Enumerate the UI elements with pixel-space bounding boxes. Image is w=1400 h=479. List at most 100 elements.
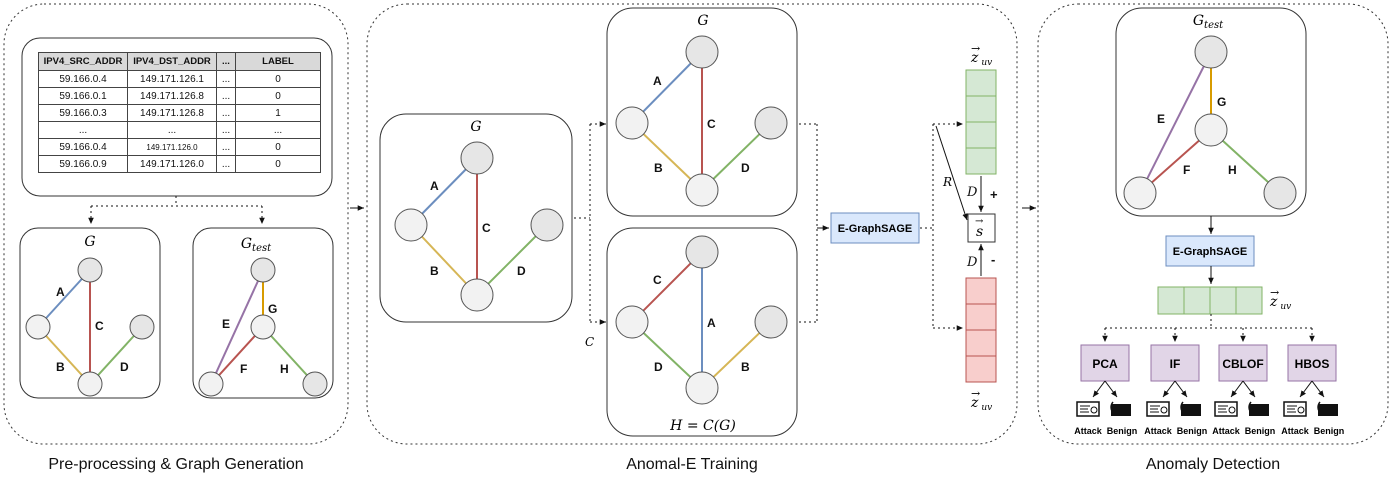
benign-label: Benign [1314, 426, 1345, 436]
node [1123, 176, 1157, 210]
node [685, 35, 719, 69]
table-cell: 0 [235, 87, 321, 105]
positive-embedding [965, 69, 997, 175]
table-row: 59.166.0.4 149.171.126.1 ... 0 [38, 70, 321, 88]
table-cell: 59.166.0.1 [38, 87, 128, 105]
encoder-detect-label: E-GraphSAGE [1173, 246, 1248, 258]
svg-text:zuv: zuv [1269, 294, 1291, 312]
node [615, 305, 649, 339]
table-header: IPV4_DST_ADDR [127, 52, 217, 71]
edge-label-b: B [430, 264, 439, 278]
edge-label-f: F [1183, 163, 1190, 177]
edge-label-g: G [1217, 95, 1226, 109]
node [250, 257, 276, 283]
positive-graph-nodes [615, 35, 788, 207]
node [394, 208, 428, 242]
edge-label-c: C [707, 117, 716, 131]
summary-arrow: → [975, 216, 984, 227]
encoder-detect-box [1165, 235, 1255, 267]
table-cell: ... [216, 155, 236, 173]
table-cell: 59.166.0.4 [38, 138, 128, 156]
benign-label: Benign [1177, 426, 1208, 436]
edge-label-a: A [56, 285, 65, 299]
table-row: 59.166.0.1 149.171.126.8 ... 0 [38, 87, 321, 105]
attack-label: Attack [1144, 426, 1173, 436]
node [129, 314, 155, 340]
node [460, 141, 494, 175]
attack-label: Attack [1074, 426, 1103, 436]
table-cell: 0 [235, 70, 321, 88]
attack-icon [1146, 401, 1170, 417]
table-cell: 149.171.126.8 [127, 87, 217, 105]
corrupted-graph-nodes [615, 235, 788, 405]
edge-label-h: H [280, 362, 289, 376]
readout-arrow [935, 125, 968, 221]
attack-label: Attack [1281, 426, 1310, 436]
discriminator-pos-label: D [966, 185, 978, 200]
edge-label-d: D [741, 161, 750, 175]
train-g-nodes [394, 141, 564, 312]
table-cell: ... [216, 70, 236, 88]
encoder-train-label: E-GraphSAGE [838, 223, 913, 235]
edge-label-b: B [741, 360, 750, 374]
table-row: 59.166.0.9 149.171.126.0 ... 0 [38, 155, 321, 173]
edge-label-h: H [1228, 163, 1237, 177]
flow-table: IPV4_SRC_ADDR IPV4_DST_ADDR ... LABEL 59… [38, 52, 321, 173]
table-cell: 149.171.126.0 [127, 138, 217, 156]
negative-sign: - [991, 252, 995, 267]
table-cell: ... [235, 121, 321, 139]
node [198, 371, 224, 397]
svg-text:zuv: zuv [970, 50, 992, 68]
table-row: 59.166.0.3 149.171.126.8 ... 1 [38, 104, 321, 122]
node [754, 305, 788, 339]
graph-g-title: G [84, 234, 95, 250]
readout-label: R [942, 175, 952, 189]
edge-label-e: E [1157, 112, 1165, 126]
detector-label: PCA [1092, 357, 1118, 371]
node [1194, 113, 1228, 147]
svg-text:→: → [971, 42, 980, 55]
node [460, 278, 494, 312]
encoder-train-box [830, 212, 920, 244]
svg-text:→: → [1270, 286, 1279, 299]
section-training [366, 3, 1018, 445]
svg-text:→: → [971, 387, 980, 400]
corruption-connector [574, 121, 606, 325]
detector-label: CBLOF [1222, 357, 1263, 371]
table-cell: 0 [235, 138, 321, 156]
node [530, 208, 564, 242]
section-detection [1037, 3, 1389, 445]
detector-connector [1102, 314, 1315, 342]
graph-gtest-title: Gtest [241, 236, 272, 254]
attack-icon [1283, 401, 1307, 417]
table-cell: 149.171.126.1 [127, 70, 217, 88]
table-header: IPV4_SRC_ADDR [38, 52, 128, 71]
table-cell: ... [216, 138, 236, 156]
edge-label-c: C [653, 273, 662, 287]
positive-graph-title: G [697, 13, 708, 29]
edge-label-a: A [707, 316, 716, 330]
train-g-title: G [470, 119, 481, 135]
small-g-edges [37, 269, 143, 385]
edge-label-c: C [482, 221, 491, 235]
encoder-output-connector [920, 121, 963, 331]
small-gtest-nodes [198, 257, 328, 397]
corrupted-graph-title: H = C(G) [669, 418, 736, 434]
edge-label-b: B [654, 161, 663, 175]
table-header: ... [216, 52, 236, 71]
table-row: 59.166.0.4 149.171.126.0 ... 0 [38, 138, 321, 156]
section-caption-training: Anomal-E Training [626, 456, 758, 473]
edge-label-d: D [654, 360, 663, 374]
benign-label: Benign [1107, 426, 1138, 436]
table-cell: 59.166.0.3 [38, 104, 128, 122]
node [685, 173, 719, 207]
benign-icon [1248, 401, 1269, 416]
small-g-nodes [25, 257, 155, 397]
edge-label-g: G [268, 302, 277, 316]
table-header: LABEL [235, 52, 321, 71]
